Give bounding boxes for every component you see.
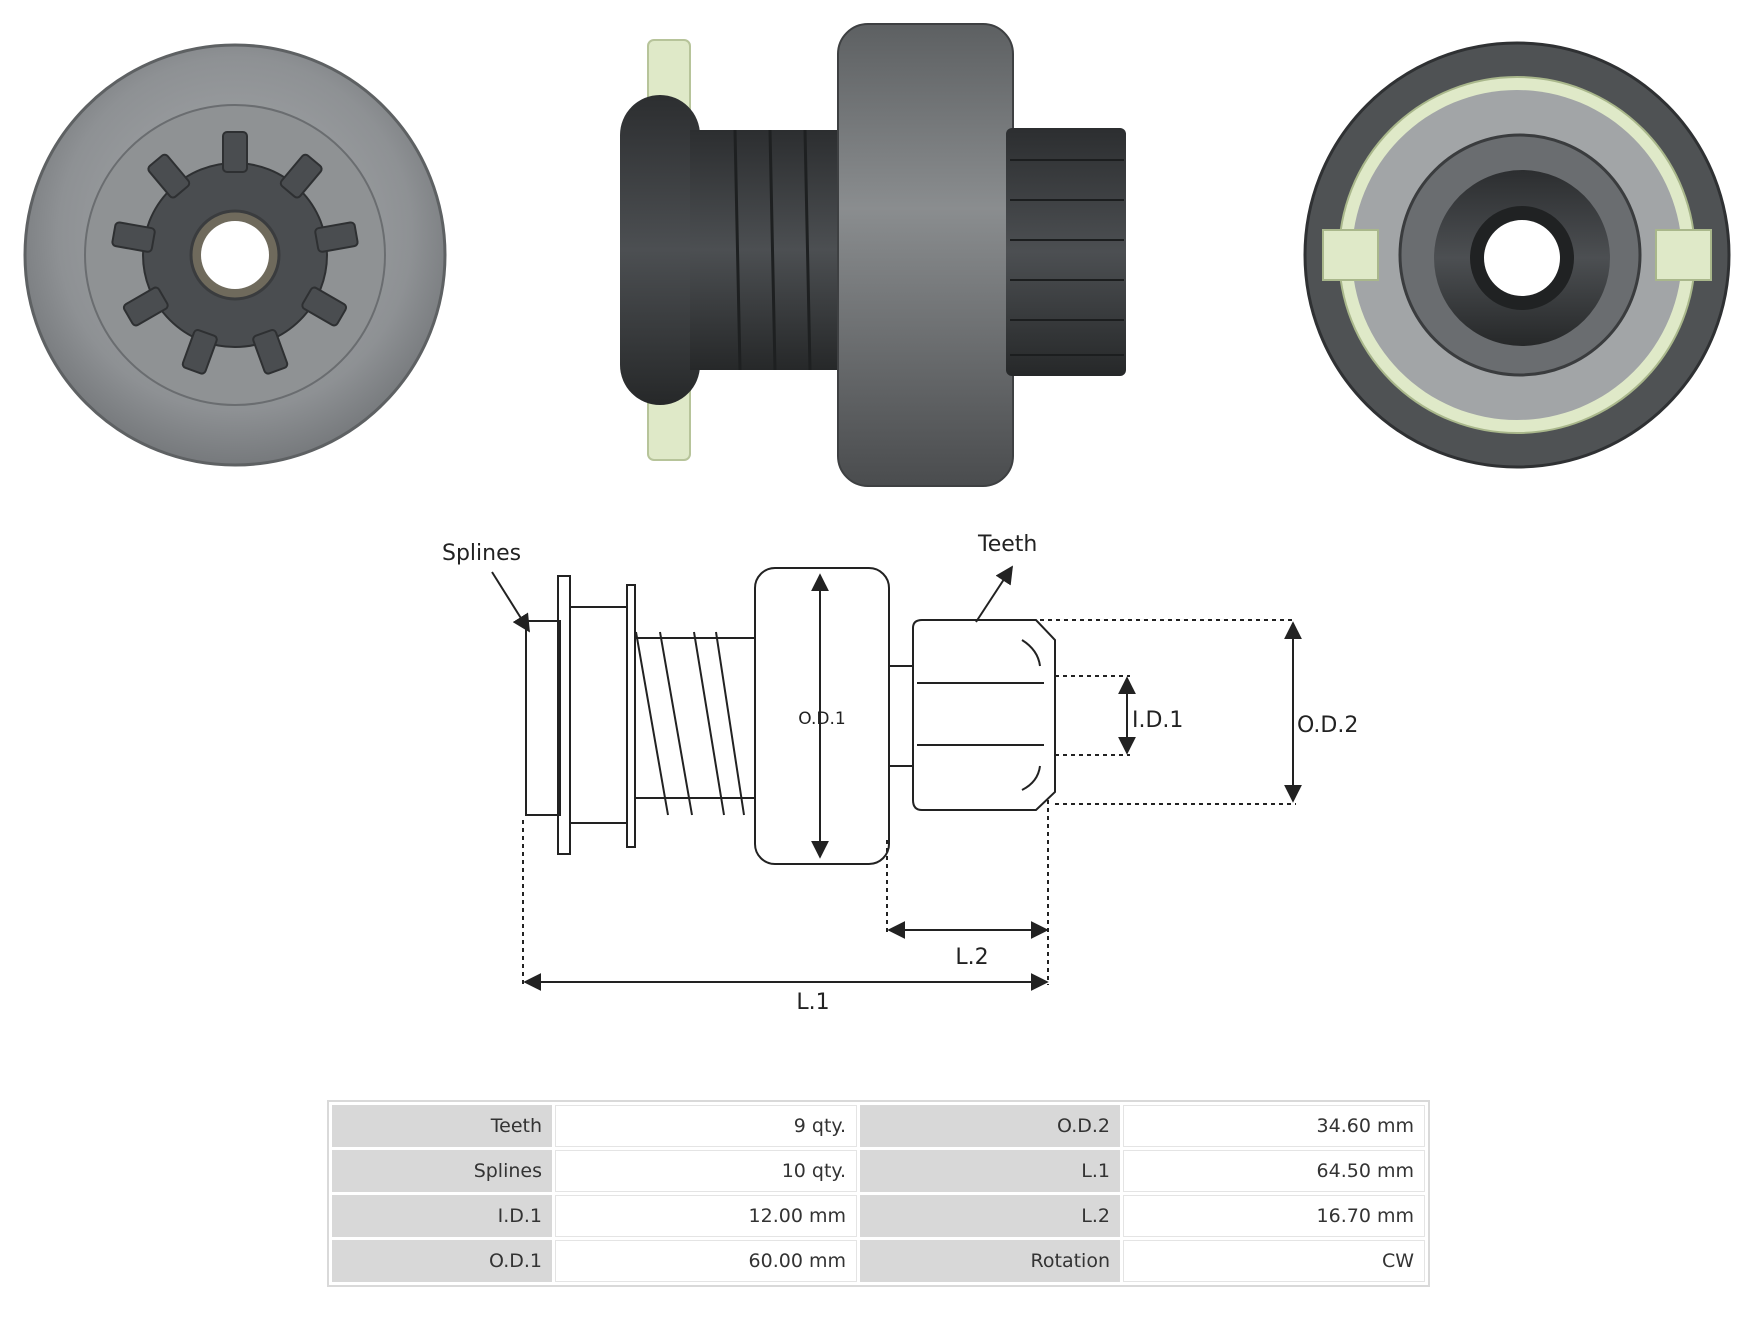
product-photos (23, 23, 1731, 487)
spec-value: 9 qty. (555, 1105, 857, 1147)
spec-label: L.1 (860, 1150, 1120, 1192)
splines-label: Splines (442, 541, 521, 566)
spec-value: 60.00 mm (555, 1240, 857, 1282)
spec-value: CW (1123, 1240, 1425, 1282)
dimension-diagram: Splines Teeth O.D.1 I.D.1 O.D.2 L.2 L.1 (442, 532, 1358, 1015)
spec-value: 10 qty. (555, 1150, 857, 1192)
spec-value: 16.70 mm (1123, 1195, 1425, 1237)
spec-label: O.D.2 (860, 1105, 1120, 1147)
spec-value: 12.00 mm (555, 1195, 857, 1237)
spec-label: Splines (332, 1150, 552, 1192)
spring-coil-1 (635, 631, 693, 816)
teeth-pointer (975, 565, 1013, 623)
table-row: Splines 10 qty. L.1 64.50 mm (332, 1150, 1425, 1192)
spec-value: 64.50 mm (1123, 1150, 1425, 1192)
rear-bushing (525, 620, 561, 816)
table-row: Teeth 9 qty. O.D.2 34.60 mm (332, 1105, 1425, 1147)
spec-label: Teeth (332, 1105, 552, 1147)
spec-label: I.D.1 (332, 1195, 552, 1237)
pinion (912, 619, 1056, 811)
l1-label: L.1 (796, 990, 829, 1015)
spring-coil-2 (693, 631, 745, 816)
splines-pointer (491, 571, 530, 633)
spec-value: 34.60 mm (1123, 1105, 1425, 1147)
l2-label: L.2 (955, 945, 988, 970)
table-row: O.D.1 60.00 mm Rotation CW (332, 1240, 1425, 1282)
photo-side-view (620, 23, 1126, 487)
table-row: I.D.1 12.00 mm L.2 16.70 mm (332, 1195, 1425, 1237)
spec-label: Rotation (860, 1240, 1120, 1282)
collar (569, 606, 628, 824)
front-flange (626, 584, 636, 848)
extension-lines (522, 619, 1296, 985)
id1-label: I.D.1 (1132, 708, 1183, 733)
od1-label: O.D.1 (798, 709, 845, 729)
photo-back-view (1303, 41, 1731, 469)
neck (888, 665, 914, 767)
spec-table: Teeth 9 qty. O.D.2 34.60 mm Splines 10 q… (327, 1100, 1430, 1287)
photo-front-view (23, 43, 447, 467)
od2-label: O.D.2 (1297, 713, 1358, 738)
teeth-label: Teeth (977, 532, 1037, 557)
spec-label: O.D.1 (332, 1240, 552, 1282)
spec-label: L.2 (860, 1195, 1120, 1237)
